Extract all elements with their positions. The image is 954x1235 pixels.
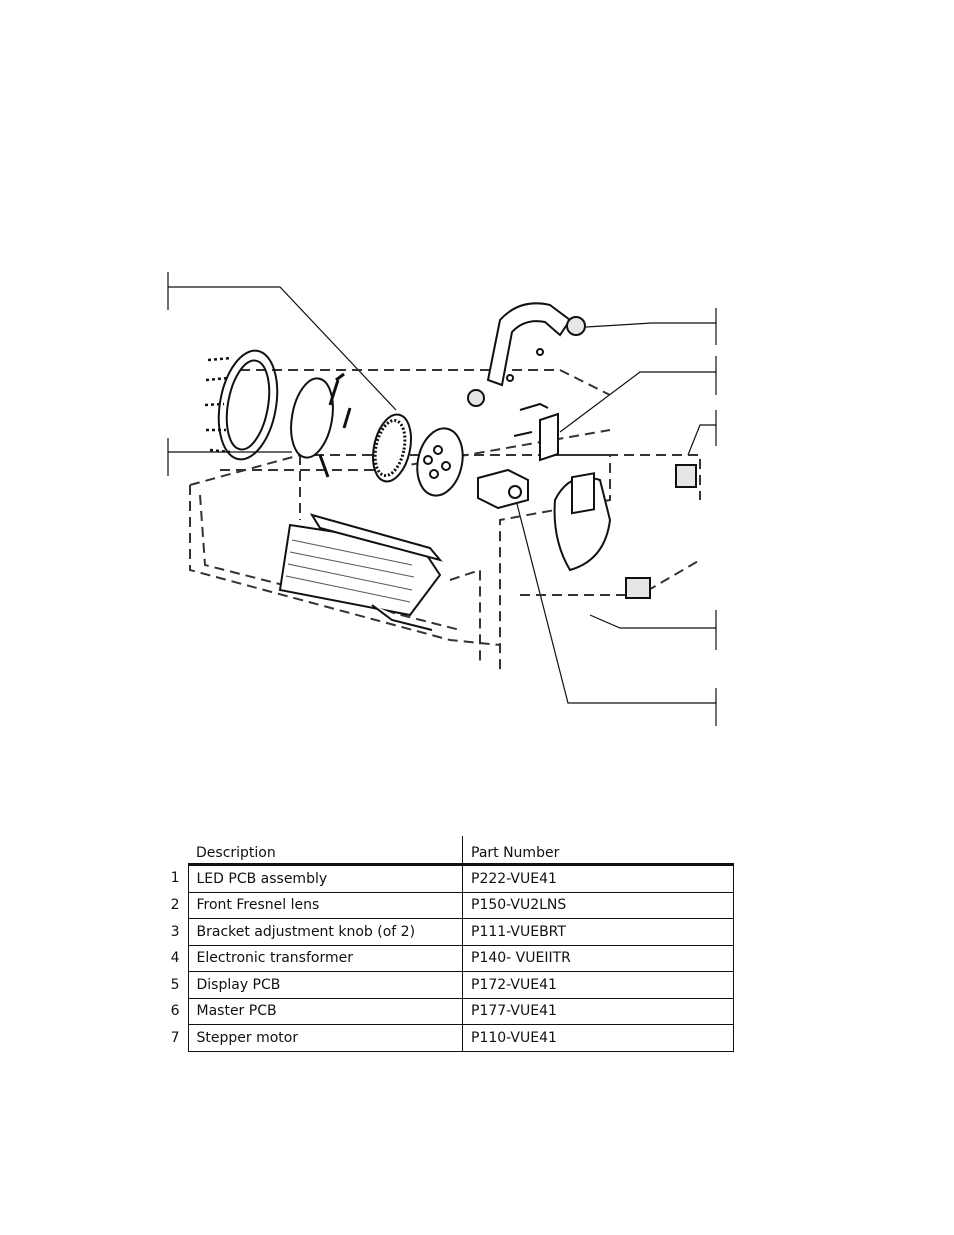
row-part-number: P110-VUE41 [462,1024,734,1052]
table-row: 6 Master PCB P177-VUE41 [166,997,734,1025]
row-description: Master PCB [187,997,463,1025]
row-number: 1 [170,870,180,887]
row-number: 6 [170,1003,180,1020]
leader-line-knob [585,308,717,345]
row-part-number: P150-VU2LNS [462,891,734,919]
leader-line-stepper-motor [515,499,717,726]
table-row: 3 Bracket adjustment knob (of 2) P111-VU… [166,918,734,946]
exploded-view-diagram [167,272,717,726]
table-row: 4 Electronic transformer P140- VUEIITR [166,944,734,972]
row-description: LED PCB assembly [187,864,463,893]
table-row: 2 Front Fresnel lens P150-VU2LNS [166,891,734,919]
main-body-heatsink [278,513,443,631]
row-part-number: P177-VUE41 [462,997,734,1025]
front-bezel [204,349,279,461]
lens-clips [318,372,352,478]
leader-line-master-pcb [589,610,717,650]
leader-line-led-pcb [167,272,397,411]
display-pcb [625,464,697,599]
row-part-number: P140- VUEIITR [462,944,734,972]
row-part-number: P222-VUE41 [462,864,734,893]
row-part-number: P111-VUEBRT [462,918,734,946]
row-description: Bracket adjustment knob (of 2) [187,918,463,946]
header-number [166,836,188,865]
row-part-number: P172-VUE41 [462,971,734,999]
table-row: 1 LED PCB assembly P222-VUE41 [166,864,734,893]
row-description: Front Fresnel lens [187,891,463,919]
fresnel-lens [290,377,334,459]
leader-line-transformer [559,356,717,433]
parts-table: Description Part Number 1 LED PCB assemb… [166,836,734,1052]
row-description: Display PCB [187,971,463,999]
bracket-yoke [467,302,586,407]
table-header-row: Description Part Number [166,836,733,866]
table-row: 7 Stepper motor P110-VUE41 [166,1024,734,1052]
electronic-transformer [513,402,559,462]
leader-line-display-pcb [687,410,717,456]
led-pcb-ring [372,413,412,483]
row-number: 5 [170,976,180,993]
row-number: 7 [170,1029,180,1046]
table-row: 5 Display PCB P172-VUE41 [166,971,734,999]
row-description: Electronic transformer [187,944,463,972]
row-number: 2 [170,897,180,914]
row-number: 3 [170,923,180,940]
row-number: 4 [170,950,180,967]
heatsink-plate [416,427,464,497]
header-description: Description [188,836,463,866]
rear-plate [553,472,612,572]
stepper-motor [477,468,529,510]
header-part-number: Part Number [462,836,733,866]
row-description: Stepper motor [187,1024,463,1052]
